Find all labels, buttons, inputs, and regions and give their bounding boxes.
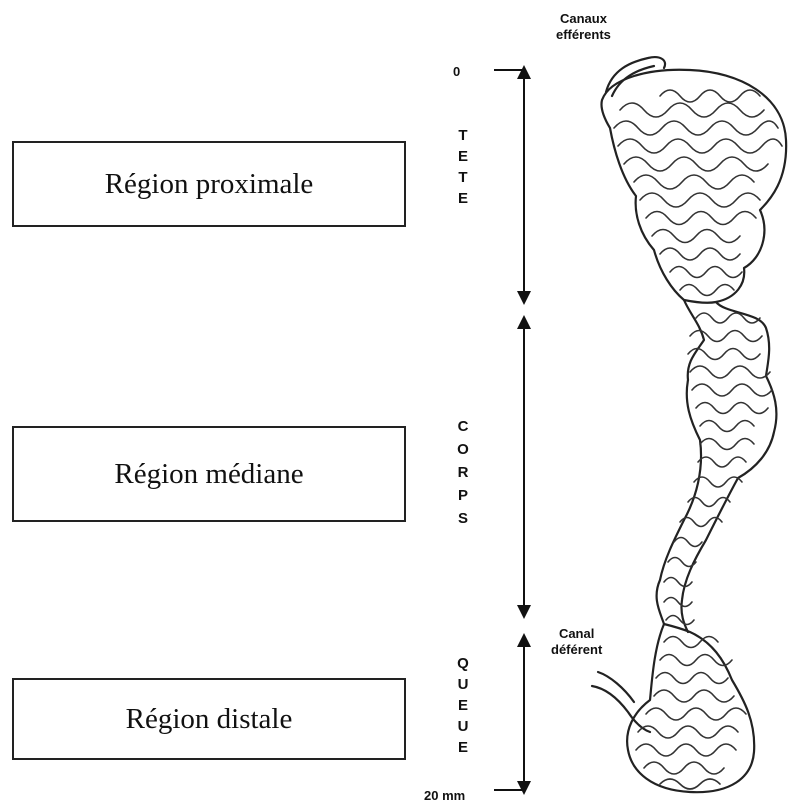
segment-corps-label: C O R P S (452, 415, 474, 530)
scale-start-label: 0 (453, 64, 461, 79)
scale-end-label: 20 mm (424, 788, 466, 803)
segment-letter: E (457, 697, 468, 714)
region-distal-box: Région distale (12, 678, 406, 760)
segment-letter: U (457, 718, 469, 735)
annotation-efferent-ducts: Canaux efférents (556, 11, 611, 43)
body-right-edge (680, 300, 778, 634)
region-median-label: Région médiane (114, 457, 304, 490)
segment-letter: C (457, 418, 469, 435)
segment-letter: Q (457, 655, 469, 672)
efferent-duct (604, 56, 667, 94)
segment-letter: E (457, 739, 468, 756)
segment-letter: P (457, 487, 468, 504)
region-proximal-label: Région proximale (104, 167, 314, 200)
segment-letter: S (457, 510, 468, 527)
deferent-duct (590, 684, 652, 734)
segment-letter: E (457, 190, 468, 207)
annotation-line: déférent (551, 642, 603, 657)
segment-letter: T (458, 169, 468, 186)
annotation-line: efférents (556, 27, 611, 42)
segment-letter: T (458, 127, 468, 144)
region-median-box: Région médiane (12, 426, 406, 522)
segment-letter: O (457, 441, 469, 458)
segment-letter: R (457, 464, 469, 481)
region-proximal-box: Région proximale (12, 141, 406, 227)
annotation-line: Canal (558, 626, 595, 641)
segment-letter: U (457, 676, 469, 693)
segment-tete-label: T E T E (452, 125, 474, 209)
annotation-line: Canaux (559, 11, 607, 26)
segment-letter: E (457, 148, 468, 165)
region-distal-label: Région distale (125, 702, 293, 735)
head-outline (600, 68, 788, 304)
segment-queue-label: Q U E U E (452, 653, 474, 758)
annotation-deferent-duct: Canal déférent (551, 626, 602, 658)
